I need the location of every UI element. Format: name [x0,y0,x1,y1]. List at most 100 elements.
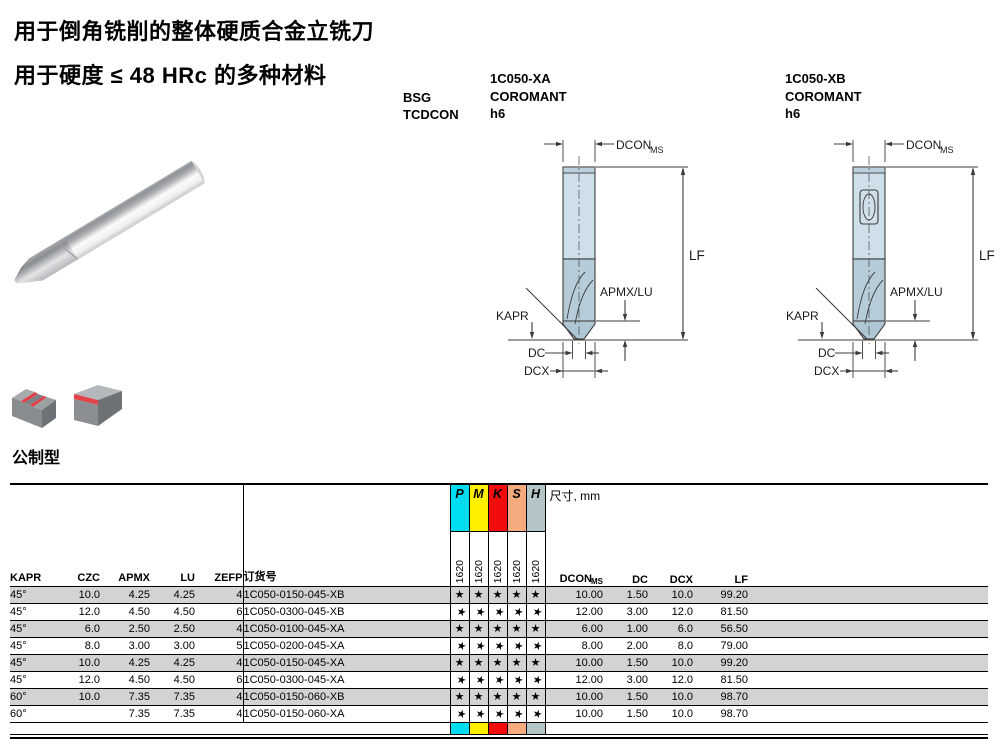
cell-dconms: 8.00 [545,637,603,655]
star-icon: ★ [530,604,544,620]
col-header-dc: DC [603,485,648,587]
cell-kapr: 45° [10,586,55,604]
cell-star-s: ★ [506,671,527,689]
star-icon: ★ [492,706,506,722]
cell-zefp: 6 [195,603,243,621]
cell-star-s: ★ [506,705,527,723]
cell-star-k: ★ [487,586,508,604]
cell-order-number: 1C050-0150-060-XB [242,688,450,706]
star-icon: ★ [530,588,541,601]
star-icon: ★ [530,706,544,722]
cell-zefp: 6 [195,671,243,689]
chamfer-groove-icon [12,389,56,428]
cell-filler [748,705,988,723]
cell-star-p: ★ [449,654,470,672]
table-body: 45° 10.0 4.25 4.25 4 1C050-0150-045-XB ★… [10,586,988,723]
cell-star-p: ★ [449,586,470,604]
cell-star-h: ★ [525,637,546,655]
col-header-dconms: 尺寸, mm DCONMS [545,485,603,587]
cell-star-m: ★ [468,620,489,638]
star-icon: ★ [473,656,484,669]
cell-lf: 99.20 [693,586,748,604]
star-icon: ★ [530,638,544,654]
dcx-label: DCX [524,364,549,378]
cell-star-p: ★ [449,705,470,723]
table-row: 45° 12.0 4.50 4.50 6 1C050-0300-045-XB ★… [10,603,988,621]
band-cell-m [468,722,489,735]
cell-lu: 4.25 [150,654,195,672]
cell-apmx: 4.50 [100,671,150,689]
cell-star-s: ★ [506,586,527,604]
cell-star-m: ★ [468,654,489,672]
table-row: 45° 8.0 3.00 3.00 5 1C050-0200-045-XA ★ … [10,637,988,655]
col-header-lf: LF [693,485,748,587]
col-header-lu: LU [150,485,195,587]
col-header-kapr: KAPR [10,485,55,587]
star-icon: ★ [454,672,468,688]
cell-zefp: 4 [195,620,243,638]
cell-czc [55,705,100,723]
star-icon: ★ [511,690,522,703]
cell-order-number: 1C050-0150-060-XA [242,705,450,723]
cell-dc: 1.50 [603,688,648,706]
cell-lf: 79.00 [693,637,748,655]
cell-star-p: ★ [449,688,470,706]
cell-star-p: ★ [449,620,470,638]
cell-lf: 81.50 [693,603,748,621]
cell-dcx: 6.0 [648,620,693,638]
cell-dcx: 10.0 [648,654,693,672]
material-letter-box: P [451,485,468,532]
cell-dcx: 10.0 [648,586,693,604]
star-icon: ★ [530,690,541,703]
star-icon: ★ [511,622,522,635]
cell-kapr: 60° [10,705,55,723]
table-row: 45° 10.0 4.25 4.25 4 1C050-0150-045-XA ★… [10,654,988,672]
cell-dconms: 10.00 [545,586,603,604]
cell-lf: 98.70 [693,705,748,723]
star-icon: ★ [492,604,506,620]
cell-star-k: ★ [487,620,508,638]
cell-lu: 2.50 [150,620,195,638]
cell-star-s: ★ [506,688,527,706]
cell-apmx: 4.25 [100,586,150,604]
cell-star-h: ★ [525,671,546,689]
grade-label: 1620 [491,559,504,583]
chamfer-edge-icon [74,385,122,426]
cell-czc: 10.0 [55,586,100,604]
cell-czc: 12.0 [55,603,100,621]
cell-filler [748,688,988,706]
band-cell-h [525,722,546,735]
cell-lf: 98.70 [693,688,748,706]
cell-czc: 6.0 [55,620,100,638]
cell-star-m: ★ [468,586,489,604]
table-bottom-rule [10,735,988,739]
cell-star-h: ★ [525,586,546,604]
band-cell-s [506,722,527,735]
cell-dcx: 10.0 [648,688,693,706]
dc-label: DC [528,346,546,360]
cell-order-number: 1C050-0150-045-XB [242,586,450,604]
dcon-sub-label: MS [940,145,954,155]
star-icon: ★ [511,672,525,688]
cell-filler [748,671,988,689]
cell-dc: 1.50 [603,705,648,723]
cell-lf: 99.20 [693,654,748,672]
dcon-sub-label: MS [650,145,664,155]
variant-name: 1C050-XB [785,71,846,86]
variant-name: 1C050-XA [490,71,551,86]
cell-kapr: 45° [10,603,55,621]
cell-dconms: 12.00 [545,603,603,621]
star-icon: ★ [492,690,503,703]
star-icon: ★ [454,588,465,601]
cell-star-s: ★ [506,654,527,672]
cell-filler [748,654,988,672]
col-header-czc: CZC [55,485,100,587]
lf-label: LF [689,248,705,263]
cell-dconms: 12.00 [545,671,603,689]
variant-tolerance: h6 [490,106,506,121]
cell-star-k: ★ [487,637,508,655]
band-cell-p [449,722,470,735]
